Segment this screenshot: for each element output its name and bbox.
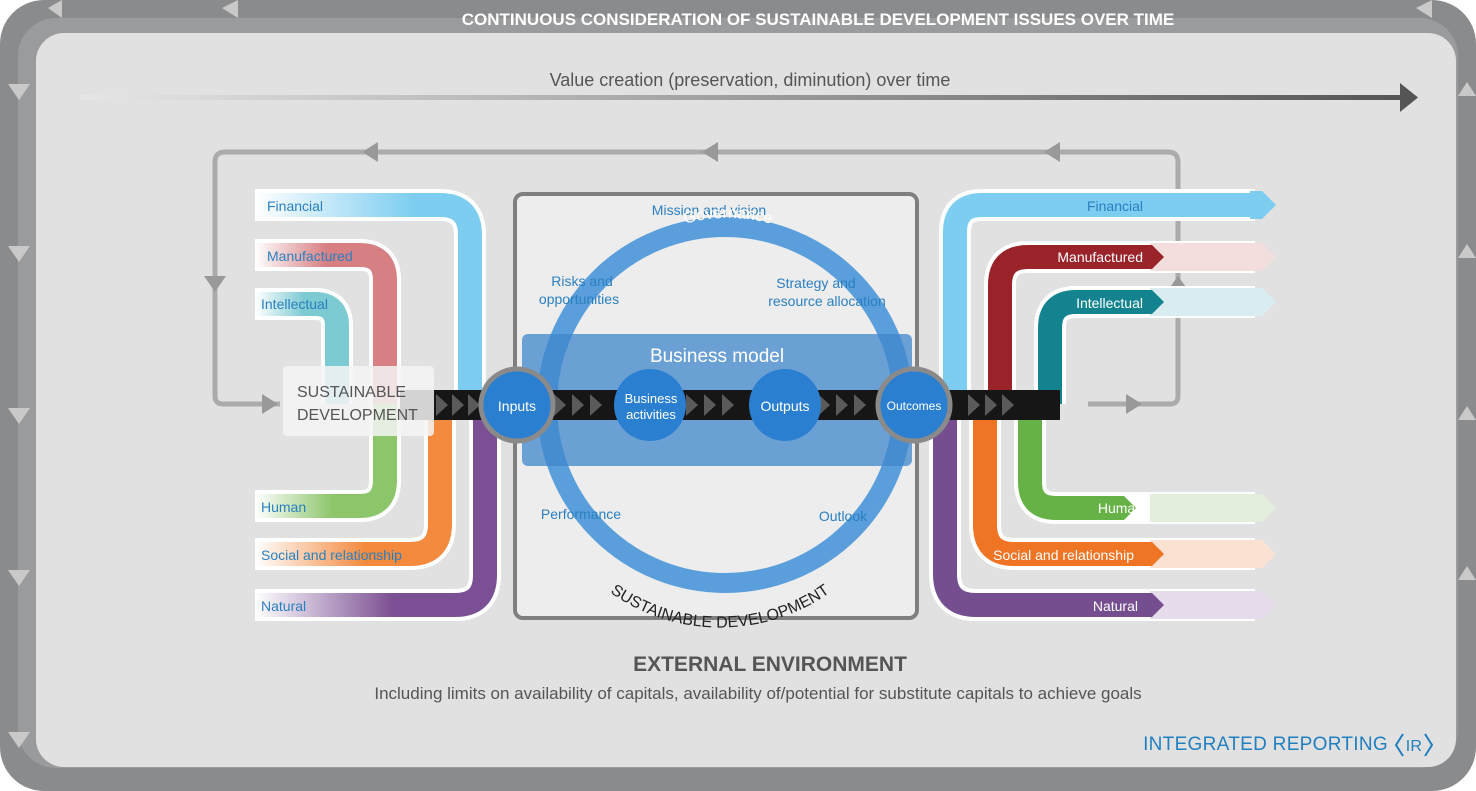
output-social-band [973,404,1150,566]
input-label-social: Social and relationship [261,547,402,563]
business-activities-line1: Business [625,391,678,406]
feedback-loop [212,149,1181,407]
input-financial-band [255,193,500,416]
output-natural-band [933,404,1150,617]
performance-label: Performance [541,506,621,522]
output-capital-labels: Financial Manufactured Intellectual Huma… [993,198,1143,614]
inputs-node-label: Inputs [498,398,536,414]
output-label-manufactured: Manufactured [1057,249,1143,265]
value-flow-band-overlay [520,390,915,420]
time-axis-line [80,95,1402,100]
outcomes-node [875,366,953,444]
outlook-label: Outlook [819,508,868,524]
input-capital-labels: Financial Manufactured Intellectual Huma… [261,198,402,614]
integrated-reporting-logo: INTEGRATED REPORTING IR [1143,732,1434,758]
mission-vision-label: Mission and vision [652,202,766,218]
input-label-manufactured: Manufactured [267,248,353,264]
time-axis-arrowhead [1400,83,1418,112]
sd-tag-line2: DEVELOPMENT [297,407,418,424]
input-label-financial: Financial [267,198,323,214]
frame-direction-arrows [8,0,1476,748]
outcomes-node-label: Outcomes [887,399,942,413]
brand-text: INTEGRATED REPORTING [1143,734,1388,755]
output-label-social: Social and relationship [993,547,1134,563]
output-label-intellectual: Intellectual [1076,295,1143,311]
strategy-label-line2: resource allocation [768,293,886,309]
business-model-title: Business model [650,346,784,367]
time-axis-label: Value creation (preservation, diminution… [550,70,951,90]
external-environment-subtitle: Including limits on availability of capi… [374,684,1141,703]
output-label-financial: Financial [1087,198,1143,214]
brand-mark: IR [1406,738,1423,755]
ir-logo-icon: IR [1394,733,1434,757]
input-manufactured-band [255,243,397,404]
input-label-human: Human [261,499,306,515]
business-activities-node [614,369,686,441]
business-activities-line2: activities [626,407,676,422]
input-intellectual-band [255,292,349,404]
banner-title: CONTINUOUS CONSIDERATION OF SUSTAINABLE … [462,10,1174,29]
output-label-human: Human [1098,500,1143,516]
output-manufactured-band [988,245,1150,404]
sustainable-development-tag [283,366,434,436]
input-human-band [255,404,397,518]
value-flow-chevrons-overlay [554,394,866,416]
risks-label-line1: Risks and [551,273,612,289]
output-label-natural: Natural [1093,598,1138,614]
risks-label-line2: opportunities [539,291,619,307]
input-capital-paths [255,189,501,621]
output-human-band [1018,404,1122,520]
input-label-natural: Natural [261,598,306,614]
sd-tag-line1: SUSTAINABLE [297,384,406,401]
external-environment-title: EXTERNAL ENVIRONMENT [633,653,907,676]
output-capital-paths [929,189,1276,621]
governance-label: Governance [682,205,774,228]
outputs-node-label: Outputs [760,398,809,414]
output-financial-band [943,193,1255,404]
input-social-band [255,404,452,566]
inputs-node [478,366,556,444]
outputs-node [749,369,821,441]
strategy-label-line1: Strategy and [776,275,855,291]
input-label-intellectual: Intellectual [261,296,328,312]
process-nodes [478,366,953,444]
feedback-loop-arrowheads [204,142,1188,414]
output-intellectual-band [1038,290,1150,404]
input-natural-band [255,404,497,617]
